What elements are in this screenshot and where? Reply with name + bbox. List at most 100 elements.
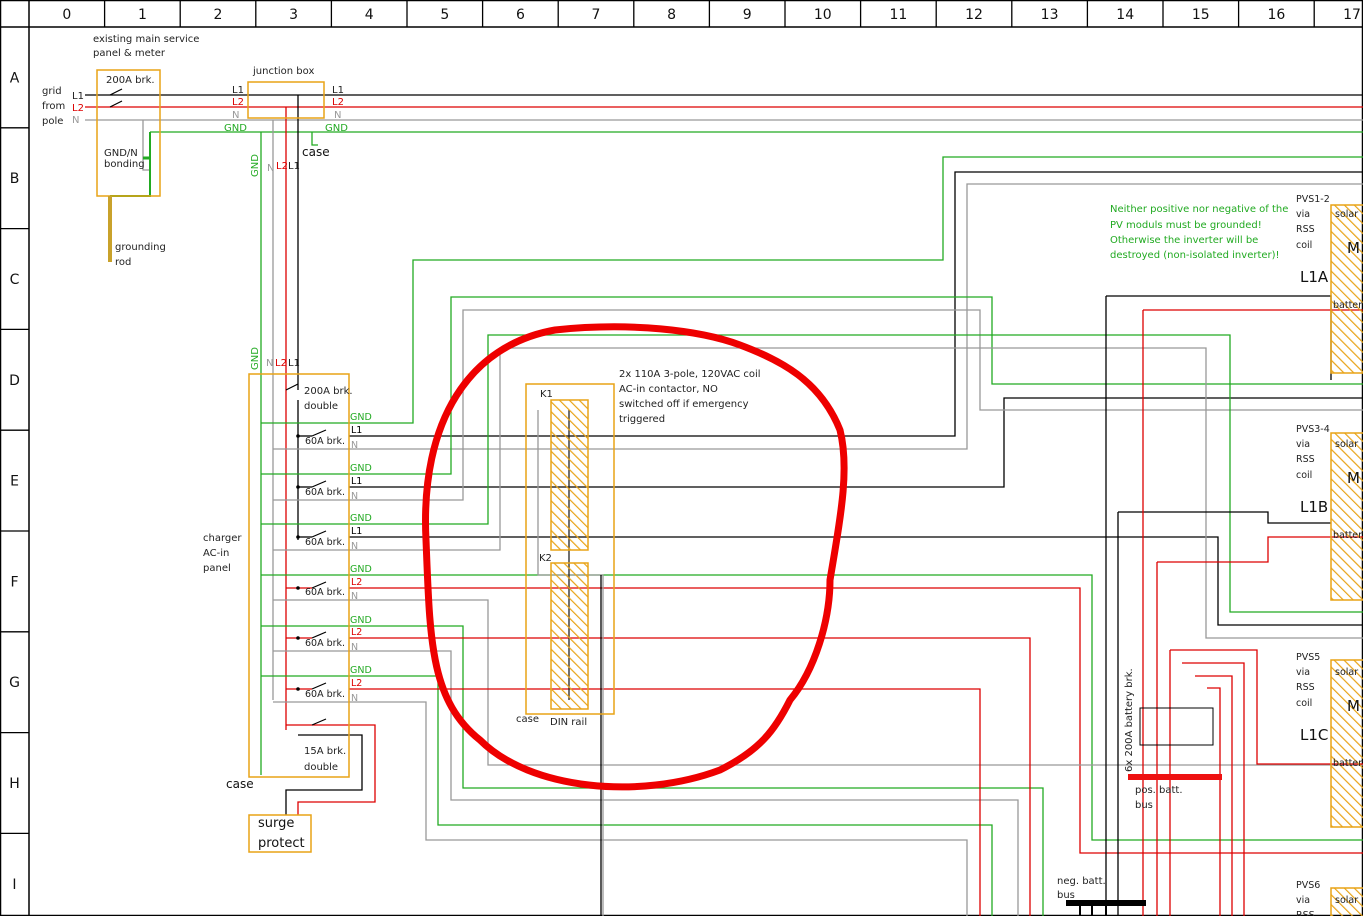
- branch-3-gnd: [349, 334, 1363, 613]
- jb-out-n: N: [334, 110, 341, 121]
- pv-unit-name-2: PVS3-4: [1296, 424, 1330, 435]
- breaker-switch-icon: [311, 480, 327, 488]
- pv-warning-3: Otherwise the inverter will be: [1110, 235, 1258, 246]
- pv-solar-4: solar: [1335, 895, 1358, 906]
- pv-warning-2: PV moduls must be grounded!: [1110, 220, 1262, 231]
- battery-breakers-label: 6x 200A battery brk.: [1124, 668, 1135, 772]
- jb-in-l2: L2: [232, 97, 244, 108]
- batt-pos-3: [1170, 649, 1363, 765]
- pv-inverter-3: L1C: [1300, 726, 1328, 744]
- branch-4-gnd-label: GND: [350, 564, 372, 575]
- pole-label: pole: [42, 116, 63, 127]
- pv-via-2: via: [1296, 439, 1310, 450]
- pv-rss-1: RSS: [1296, 224, 1315, 235]
- charger-panel-label-1: charger: [203, 533, 242, 544]
- column-label-3: 3: [289, 7, 298, 23]
- jb-in-l1: L1: [232, 85, 244, 96]
- branch-1-gnd-label: GND: [350, 412, 372, 423]
- branch-3-hot: [349, 536, 1363, 626]
- branch-1-hot-label: L1: [351, 425, 362, 436]
- panel-l1-label: L1: [288, 358, 300, 369]
- pv-solar-2: solar: [1335, 439, 1358, 450]
- breaker-switch-icon: [311, 682, 327, 690]
- branch-6-n: [349, 701, 968, 916]
- breaker-switch-icon: [311, 429, 327, 437]
- bonding-n: [142, 120, 150, 171]
- pv-unit-labels: PVS1-2viaRSScoilL1AbatteryMsolarPVS3-4vi…: [1296, 194, 1363, 916]
- branch-5-gnd: [349, 625, 1044, 916]
- branch-1-n: [349, 183, 1363, 450]
- pos-batt-bus-2: bus: [1135, 800, 1153, 811]
- column-label-16: 16: [1267, 7, 1285, 23]
- branch-1-hot: [349, 171, 1363, 437]
- jb-out-l1: L1: [332, 85, 344, 96]
- branch-4-gnd: [349, 574, 1363, 841]
- contactor-k1: [550, 399, 589, 551]
- inverter-box-4: [1330, 887, 1363, 916]
- charger-panel-label-2: AC-in: [203, 548, 229, 559]
- junction-dot: [296, 535, 300, 539]
- battery-breaker-block: [1139, 707, 1214, 746]
- junction-box-label: junction box: [252, 66, 314, 77]
- pv-warning-1: Neither positive nor negative of the: [1110, 204, 1288, 215]
- branch-3-gnd-label: GND: [350, 513, 372, 524]
- wires: [85, 94, 1363, 916]
- grounding-rod-label-1: grounding: [115, 242, 166, 253]
- pv-battery-2: battery: [1333, 530, 1363, 541]
- neg-batt-bus-2: bus: [1057, 890, 1075, 901]
- jb-out-l2: L2: [332, 97, 344, 108]
- gnd-n-bonding-2: bonding: [104, 159, 145, 170]
- column-label-12: 12: [965, 7, 983, 23]
- pv-rss-4: RSS: [1296, 910, 1315, 916]
- inverter-box-3: [1330, 659, 1363, 828]
- panel-main-switch-icon: [285, 383, 299, 391]
- breaker-switch-icon: [311, 530, 327, 538]
- row-label-C: C: [10, 272, 20, 288]
- labels: existing main service panel & meter 200A…: [42, 34, 1288, 901]
- row-label-B: B: [10, 171, 20, 187]
- junction-dot: [296, 485, 300, 489]
- din-rail-label: DIN rail: [550, 717, 587, 728]
- charger-panel-box: [248, 373, 350, 778]
- branch-2-n-label: N: [351, 491, 358, 502]
- surge-l2: [286, 724, 376, 815]
- column-label-6: 6: [516, 7, 525, 23]
- jb-out-gnd: GND: [325, 123, 348, 134]
- batt-pos-5: [1195, 675, 1233, 916]
- row-label-E: E: [10, 474, 19, 490]
- junction-dot: [296, 636, 300, 640]
- pv-warning-4: destroyed (non-isolated inverter)!: [1110, 250, 1280, 261]
- branch-1-gnd: [349, 156, 1363, 424]
- jb-case-gnd: [311, 132, 318, 146]
- pv-coil-2: coil: [1296, 470, 1312, 481]
- column-label-15: 15: [1192, 7, 1210, 23]
- branch-4-hot-label: L2: [351, 577, 362, 588]
- pv-inverter-2: L1B: [1300, 498, 1328, 516]
- breaker-200a-double-1: 200A brk.: [304, 386, 353, 397]
- main-n-label: N: [72, 115, 79, 126]
- drop-l2-top: L2: [276, 161, 288, 172]
- drop-n-top: N: [267, 163, 274, 174]
- column-label-11: 11: [889, 7, 907, 23]
- batt-pos-6: [1207, 687, 1221, 916]
- branch-4-n: [349, 599, 1363, 766]
- branch-5-breaker-label: 60A brk.: [305, 638, 345, 649]
- contactor-k2: [550, 562, 589, 710]
- main-breaker-label: 200A brk.: [106, 75, 155, 86]
- main-breaker-switch-icon: [109, 88, 123, 96]
- branch-1-n-label: N: [351, 440, 358, 451]
- row-label-F: F: [10, 574, 18, 590]
- pv-mppt-3: M: [1347, 697, 1360, 715]
- contactor-note-4: triggered: [619, 414, 665, 425]
- drop-gnd-top: GND: [250, 154, 261, 177]
- pv-solar-3: solar: [1335, 667, 1358, 678]
- batt-pos-4: [1182, 662, 1245, 916]
- main-breaker-box: [96, 69, 161, 197]
- pv-unit-name-3: PVS5: [1296, 652, 1320, 663]
- main-service-label-1: existing main service: [93, 34, 199, 45]
- main-l2-label: L2: [72, 103, 84, 114]
- branch-6-hot-label: L2: [351, 678, 362, 689]
